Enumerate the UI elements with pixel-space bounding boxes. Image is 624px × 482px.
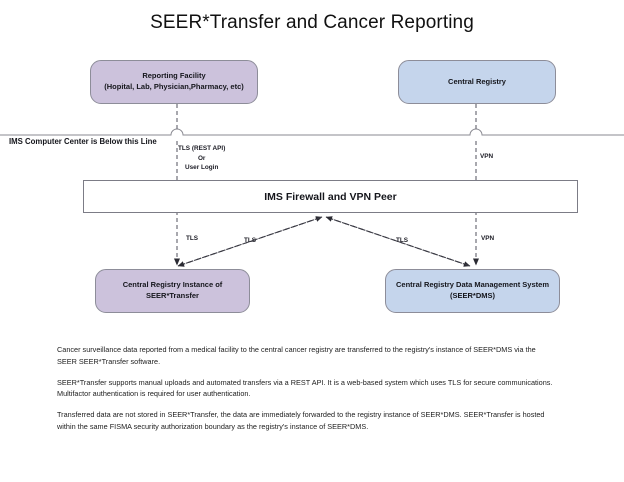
node-reporting-facility-line1: Reporting Facility xyxy=(142,71,206,81)
node-seer-transfer-instance[interactable]: Central Registry Instance of SEER*Transf… xyxy=(95,269,250,313)
node-central-registry-line1: Central Registry xyxy=(448,76,506,86)
node-reporting-facility[interactable]: Reporting Facility (Hopital, Lab, Physic… xyxy=(90,60,258,104)
edge-label-tls-diagonal-left: TLS xyxy=(244,237,257,244)
edge-label-tls-rest-api: TLS (REST API) Or User Login xyxy=(178,144,225,173)
edge-label-vpn-bottom: VPN xyxy=(481,235,495,242)
note-paragraph-2: SEER*Transfer supports manual uploads an… xyxy=(57,377,553,399)
node-reporting-facility-line2: (Hopital, Lab, Physician,Pharmacy, etc) xyxy=(104,82,244,91)
edge-label-tls-rest-api-line2: Or xyxy=(197,154,206,162)
edge-label-vpn-top: VPN xyxy=(480,153,494,160)
edge-label-tls-rest-api-line3: User Login xyxy=(184,164,219,172)
edge-label-tls-diagonal-right: TLS xyxy=(396,237,409,244)
node-ims-firewall-label: IMS Firewall and VPN Peer xyxy=(264,190,397,203)
boundary-line xyxy=(0,128,624,136)
notes-section: Cancer surveillance data reported from a… xyxy=(57,344,557,433)
node-seer-transfer-line1: Central Registry Instance of xyxy=(122,280,223,290)
node-seer-dms-line1: Central Registry Data Management System xyxy=(396,280,549,290)
edge-label-tls-left: TLS xyxy=(186,235,199,242)
note-paragraph-3: Transferred data are not stored in SEER*… xyxy=(57,410,545,432)
boundary-caption: IMS Computer Center is Below this Line xyxy=(9,137,157,146)
node-seer-dms-line2: (SEER*DMS) xyxy=(449,291,495,300)
node-seer-dms[interactable]: Central Registry Data Management System … xyxy=(385,269,560,313)
page-title: SEER*Transfer and Cancer Reporting xyxy=(150,12,474,33)
node-central-registry[interactable]: Central Registry xyxy=(398,60,556,104)
node-ims-firewall-vpn-peer[interactable]: IMS Firewall and VPN Peer xyxy=(83,180,578,213)
edge-label-tls-rest-api-line1: TLS (REST API) xyxy=(178,145,226,152)
note-paragraph-1: Cancer surveillance data reported from a… xyxy=(57,345,536,366)
node-seer-transfer-line2: SEER*Transfer xyxy=(146,291,199,300)
